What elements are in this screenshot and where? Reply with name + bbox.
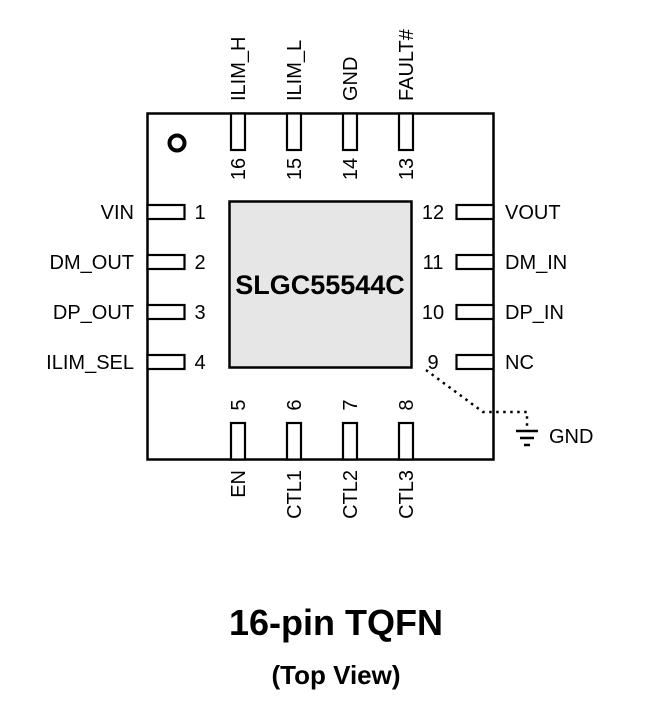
pin-number: 11: [423, 252, 444, 274]
pin-pad: [229, 421, 247, 461]
pin-left-0: 1 VIN: [101, 202, 206, 224]
caption-title: 16-pin TQFN: [229, 602, 443, 643]
pin-number: 4: [194, 352, 205, 374]
pin-pad: [341, 421, 359, 461]
pin-number: 6: [284, 399, 306, 410]
pin-name: CTL2: [340, 470, 362, 519]
pin-name: NC: [505, 352, 534, 374]
pin-name: DM_IN: [505, 252, 567, 274]
pin-pad: [455, 303, 495, 321]
pin-right-1: 10 DP_IN: [422, 302, 564, 324]
pin-right-0: 9 NC: [427, 352, 533, 374]
pin-top-2: 15 ILIM_L: [284, 40, 306, 180]
pin-pad: [285, 112, 303, 152]
pin-number: 9: [427, 352, 438, 374]
pin-name: DP_OUT: [53, 302, 134, 324]
pin-name: CTL1: [284, 470, 306, 519]
pin-number: 10: [422, 302, 444, 324]
package-outline: [146, 112, 495, 461]
pin-pad: [397, 421, 415, 461]
pin-pad: [229, 112, 247, 152]
pin-pad: [146, 253, 186, 271]
pin-number: 2: [194, 252, 205, 274]
pin-name: ILIM_L: [284, 40, 306, 101]
pin-number: 13: [396, 158, 418, 180]
pad-ground-label: GND: [549, 426, 593, 448]
pin-name: VIN: [101, 202, 134, 224]
pin-name: ILIM_SEL: [46, 352, 134, 374]
pins-layer: 1 VIN 2 DM_OUT 3 DP_OUT 4 ILIM_SEL 9 NC 10 DP_IN 11 D…: [46, 28, 567, 519]
pin-name: DM_OUT: [50, 252, 134, 274]
pin-name: ILIM_H: [228, 37, 250, 101]
pin-number: 14: [340, 158, 362, 180]
pin-number: 1: [194, 202, 205, 224]
caption-subtitle: (Top View): [271, 660, 401, 690]
pin-left-3: 4 ILIM_SEL: [46, 352, 205, 374]
pin-name: EN: [228, 470, 250, 498]
pin-name: GND: [340, 57, 362, 101]
pad-ground-dotted-line: [425, 368, 529, 430]
pin-pad: [455, 353, 495, 371]
pin-right-3: 12 VOUT: [422, 202, 561, 224]
pin-right-2: 11 DM_IN: [423, 252, 568, 274]
pin-pad: [146, 353, 186, 371]
pin-number: 16: [228, 158, 250, 180]
pin-top-0: 13 FAULT#: [396, 28, 418, 180]
pin-left-1: 2 DM_OUT: [50, 252, 206, 274]
pin-name: DP_IN: [505, 302, 564, 324]
chip-name: SLGC55544C: [235, 270, 405, 300]
ground-symbol-icon: [516, 429, 538, 447]
pin-pad: [146, 303, 186, 321]
pin-bottom-0: 5EN: [228, 399, 250, 497]
pin-name: CTL3: [396, 470, 418, 519]
pin-number: 3: [194, 302, 205, 324]
pin-number: 12: [422, 202, 444, 224]
pin-name: VOUT: [505, 202, 561, 224]
pin-pad: [285, 421, 303, 461]
pin1-marker-icon: [167, 133, 187, 153]
pin-top-1: 14 GND: [340, 57, 362, 181]
pin-pad: [146, 203, 186, 221]
exposed-pad: [228, 200, 413, 369]
pin-left-2: 3 DP_OUT: [53, 302, 206, 324]
pin-number: 15: [284, 158, 306, 180]
pin-number: 5: [228, 399, 250, 410]
pin-top-3: 16 ILIM_H: [228, 37, 250, 181]
pin-pad: [397, 112, 415, 152]
pin-pad: [455, 253, 495, 271]
pin-number: 7: [340, 399, 362, 410]
pin-pad: [341, 112, 359, 152]
pin-number: 8: [396, 399, 418, 410]
pin-name: FAULT#: [396, 28, 418, 101]
pin-pad: [455, 203, 495, 221]
